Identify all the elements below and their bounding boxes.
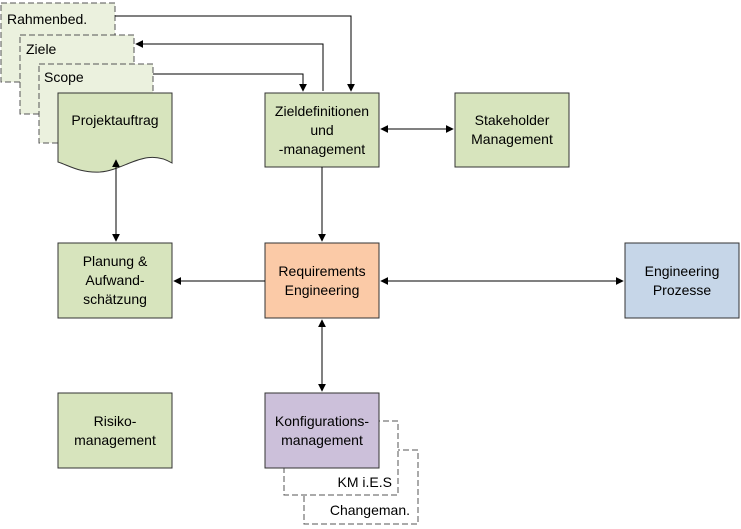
engineering-prozesse-box — [624, 242, 740, 319]
konfiguration-box — [264, 392, 380, 469]
risiko-box — [57, 392, 173, 469]
requirements-box — [264, 242, 380, 319]
arrow-scope-to-zieldef — [153, 73, 307, 92]
stakeholder-box — [454, 92, 570, 168]
arrow-zieldef-to-ziele — [135, 40, 324, 91]
projektauftrag-doc — [57, 92, 173, 173]
zieldefinitionen-box — [264, 92, 380, 168]
arrow-rahmenbed-to-zieldef — [115, 15, 355, 92]
planung-box — [57, 242, 173, 319]
